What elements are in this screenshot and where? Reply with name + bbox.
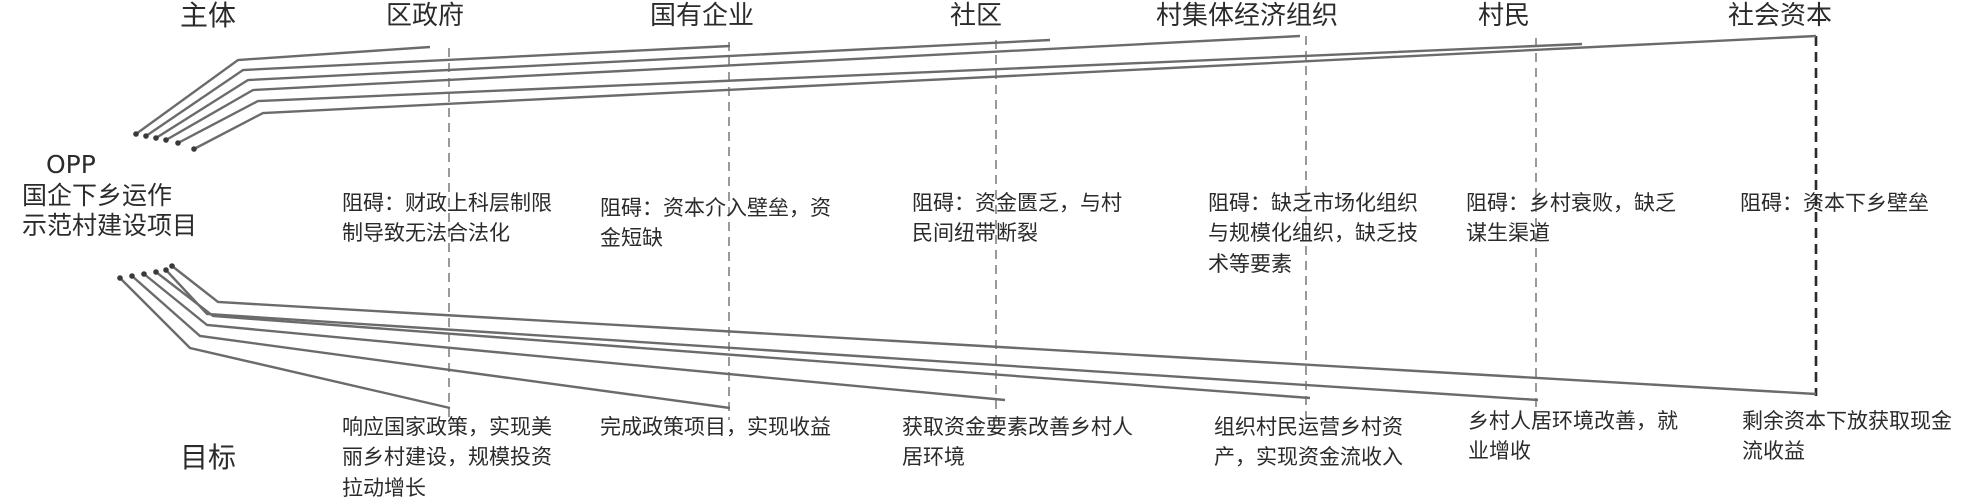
- lower-connector-dot-6: [169, 263, 175, 269]
- lower-connector-dot-4: [153, 269, 159, 275]
- obstacle-villagers: 阻碍：乡村衰败，缺乏谋生渠道: [1466, 191, 1676, 246]
- obstacle-social-capital: 阻碍：资本下乡壁垒: [1740, 191, 1929, 215]
- lower-connector-2: [131, 275, 731, 410]
- project-title-line-3: 示范村建设项目: [22, 211, 198, 240]
- lower-connector-3: [143, 273, 1006, 402]
- upper-connector-dot-1: [133, 131, 139, 137]
- upper-connector-2: [145, 44, 731, 137]
- upper-connector-dot-5: [175, 140, 181, 146]
- lower-connector-4: [155, 271, 1311, 400]
- goal-community: 获取资金要素改善乡村人居环境: [902, 415, 1133, 470]
- upper-connector-dot-6: [191, 146, 197, 152]
- actor-header-villagers: 村民: [1478, 1, 1531, 31]
- lower-connector-dot-5: [163, 267, 169, 273]
- project-title: OPP 国企下乡运作 示范村建设项目: [22, 150, 197, 242]
- actor-header-village-collective: 村集体经济组织: [1156, 1, 1339, 31]
- obstacle-state-enterprise: 阻碍：资本介入壁垒，资金短缺: [600, 196, 831, 251]
- goal-state-enterprise: 完成政策项目，实现收益: [600, 415, 831, 439]
- upper-connector-1: [135, 45, 431, 135]
- obstacle-village-collective: 阻碍：缺乏市场化组织与规模化组织，缺乏技术等要素: [1208, 191, 1418, 276]
- goal-village-collective: 组织村民运营乡村资产，实现资金流收入: [1214, 415, 1403, 470]
- actor-header-social-capital: 社会资本: [1728, 1, 1833, 31]
- goal-social-capital: 剩余资本下放获取现金流收益: [1742, 409, 1952, 464]
- upper-connector-4: [165, 34, 1301, 142]
- actor-header-state-enterprise: 国有企业: [650, 1, 755, 31]
- goal-label: 目标: [180, 441, 237, 474]
- upper-connector-6: [193, 34, 1817, 151]
- obstacle-community: 阻碍：资金匮乏，与村民间纽带断裂: [912, 191, 1122, 246]
- upper-connector-dot-3: [153, 135, 159, 141]
- lower-connector-6: [171, 265, 1817, 396]
- upper-connector-5: [177, 42, 1583, 145]
- lower-connector-1: [119, 277, 451, 410]
- actor-header-community: 社区: [950, 1, 1003, 31]
- upper-connector-dot-2: [143, 133, 149, 139]
- project-title-line-2: 国企下乡运作: [22, 180, 173, 210]
- goal-villagers: 乡村人居环境改善，就业增收: [1468, 409, 1678, 464]
- actor-header-district-government: 区政府: [386, 1, 465, 31]
- upper-connector-dot-4: [163, 137, 169, 143]
- lower-connector-dot-2: [129, 273, 135, 279]
- upper-connector-3: [155, 38, 1051, 140]
- lower-connector-dot-1: [117, 275, 123, 281]
- subject-label: 主体: [180, 0, 237, 32]
- project-title-line-1: OPP: [46, 150, 96, 179]
- obstacle-district-government: 阻碍：财政上科层制限制导致无法合法化: [342, 191, 552, 246]
- lower-connector-dot-3: [141, 271, 147, 277]
- lower-connector-5: [165, 269, 1539, 402]
- goal-district-government: 响应国家政策，实现美丽乡村建设，规模投资拉动增长: [342, 415, 552, 500]
